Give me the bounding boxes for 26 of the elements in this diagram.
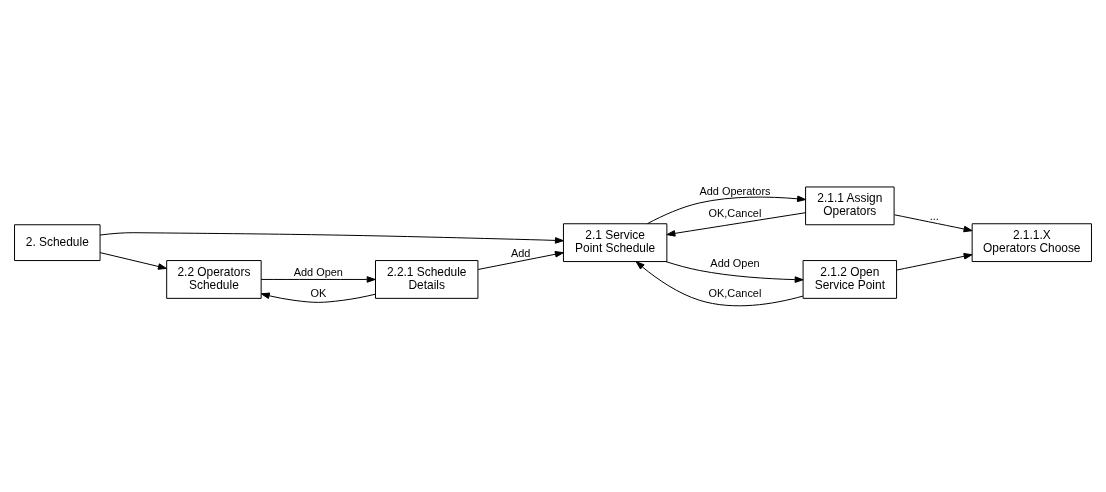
edge-label: OK	[310, 287, 327, 300]
edge-label: Add Operators	[699, 184, 771, 197]
arrow	[666, 212, 806, 237]
arrow	[260, 276, 376, 283]
node-box: 2.1.1 Assign Operators	[805, 186, 895, 226]
node-box: 2.1 Service Point Schedule	[562, 223, 668, 263]
edge-label: ...	[929, 209, 939, 222]
edge-label: OK,Cancel	[708, 287, 762, 300]
edge-label: OK,Cancel	[708, 206, 762, 219]
node-box: 2.2 Operators Schedule	[166, 260, 262, 299]
arrow	[99, 232, 564, 244]
node-box: 2.1.2 Open Service Point	[802, 260, 898, 299]
node-box: 2.1.1.X Operators Choose	[971, 223, 1092, 263]
edge-label: Add	[510, 247, 531, 260]
arrow	[635, 261, 804, 307]
arrow	[477, 251, 564, 270]
arrow	[896, 253, 973, 271]
arrow	[646, 195, 807, 225]
arrow	[260, 292, 376, 303]
edge-label: Add Open	[710, 257, 760, 270]
node-box: 2. Schedule	[14, 224, 101, 262]
node-box: 2.2.1 Schedule Details	[375, 260, 479, 299]
arrow	[893, 214, 973, 233]
arrow	[665, 261, 804, 283]
edge-label: Add Open	[293, 266, 343, 279]
arrow	[99, 252, 167, 270]
